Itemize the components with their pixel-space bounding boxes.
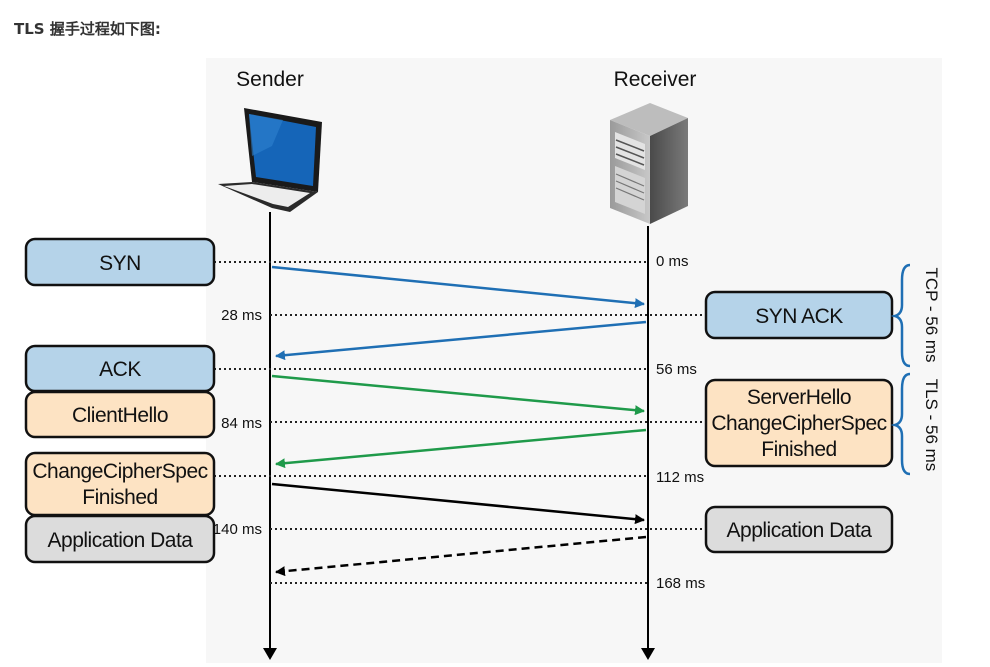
time-label-168: 168 ms bbox=[656, 575, 705, 592]
arrow-application-data-response bbox=[275, 535, 647, 577]
laptop-icon bbox=[218, 108, 322, 212]
receiver-box-server-hello: ServerHello ChangeCipherSpec Finished bbox=[704, 378, 894, 468]
sender-box-syn: SYN bbox=[24, 237, 216, 287]
receiver-lifeline-arrowhead bbox=[641, 648, 655, 660]
receiver-box-server-hello-line1: ServerHello bbox=[747, 386, 851, 409]
receiver-box-application-data-label: Application Data bbox=[727, 519, 873, 542]
tcp-brace bbox=[890, 263, 911, 368]
arrow-client-hello bbox=[271, 374, 645, 416]
arrow-syn bbox=[271, 265, 645, 309]
receiver-box-application-data: Application Data bbox=[704, 505, 894, 554]
receiver-box-syn-ack: SYN ACK bbox=[704, 290, 894, 340]
sender-label: Sender bbox=[236, 68, 304, 91]
receiver-box-syn-ack-label: SYN ACK bbox=[755, 305, 843, 328]
time-label-140: 140 ms bbox=[213, 521, 262, 538]
diagram-background bbox=[206, 58, 942, 663]
time-gridlines bbox=[214, 261, 706, 584]
server-tower-icon bbox=[610, 103, 688, 224]
sender-box-ack-label: ACK bbox=[99, 358, 141, 381]
tls-brace bbox=[890, 372, 911, 476]
receiver-label: Receiver bbox=[614, 68, 697, 91]
sender-box-ack: ACK bbox=[24, 344, 216, 393]
sender-box-syn-label: SYN bbox=[99, 252, 141, 275]
receiver-box-server-hello-line2: ChangeCipherSpec bbox=[711, 412, 886, 435]
sender-box-application-data: Application Data bbox=[24, 514, 216, 564]
time-label-112: 112 ms bbox=[656, 469, 704, 486]
time-label-56: 56 ms bbox=[656, 361, 697, 378]
arrow-client-finished bbox=[271, 482, 645, 525]
tcp-duration-label: TCP - 56 ms bbox=[922, 267, 941, 362]
time-label-0: 0 ms bbox=[656, 253, 689, 270]
time-label-28: 28 ms bbox=[221, 307, 262, 324]
sender-box-change-cipher-spec: ChangeCipherSpec Finished bbox=[24, 451, 216, 517]
arrow-server-hello bbox=[275, 428, 647, 469]
tls-duration-label: TLS - 56 ms bbox=[922, 379, 941, 472]
sender-box-ccs-line1: ChangeCipherSpec bbox=[32, 460, 207, 483]
sender-lifeline-arrowhead bbox=[263, 648, 277, 660]
time-label-84: 84 ms bbox=[221, 415, 262, 432]
sender-box-ccs-line2: Finished bbox=[82, 486, 157, 509]
sender-box-application-data-label: Application Data bbox=[48, 529, 194, 552]
sender-box-client-hello-label: ClientHello bbox=[72, 404, 168, 427]
page-heading: TLS 握手过程如下图: bbox=[14, 20, 161, 38]
arrow-syn-ack bbox=[275, 320, 647, 361]
sender-box-client-hello: ClientHello bbox=[24, 390, 216, 439]
receiver-box-server-hello-line3: Finished bbox=[761, 438, 836, 461]
